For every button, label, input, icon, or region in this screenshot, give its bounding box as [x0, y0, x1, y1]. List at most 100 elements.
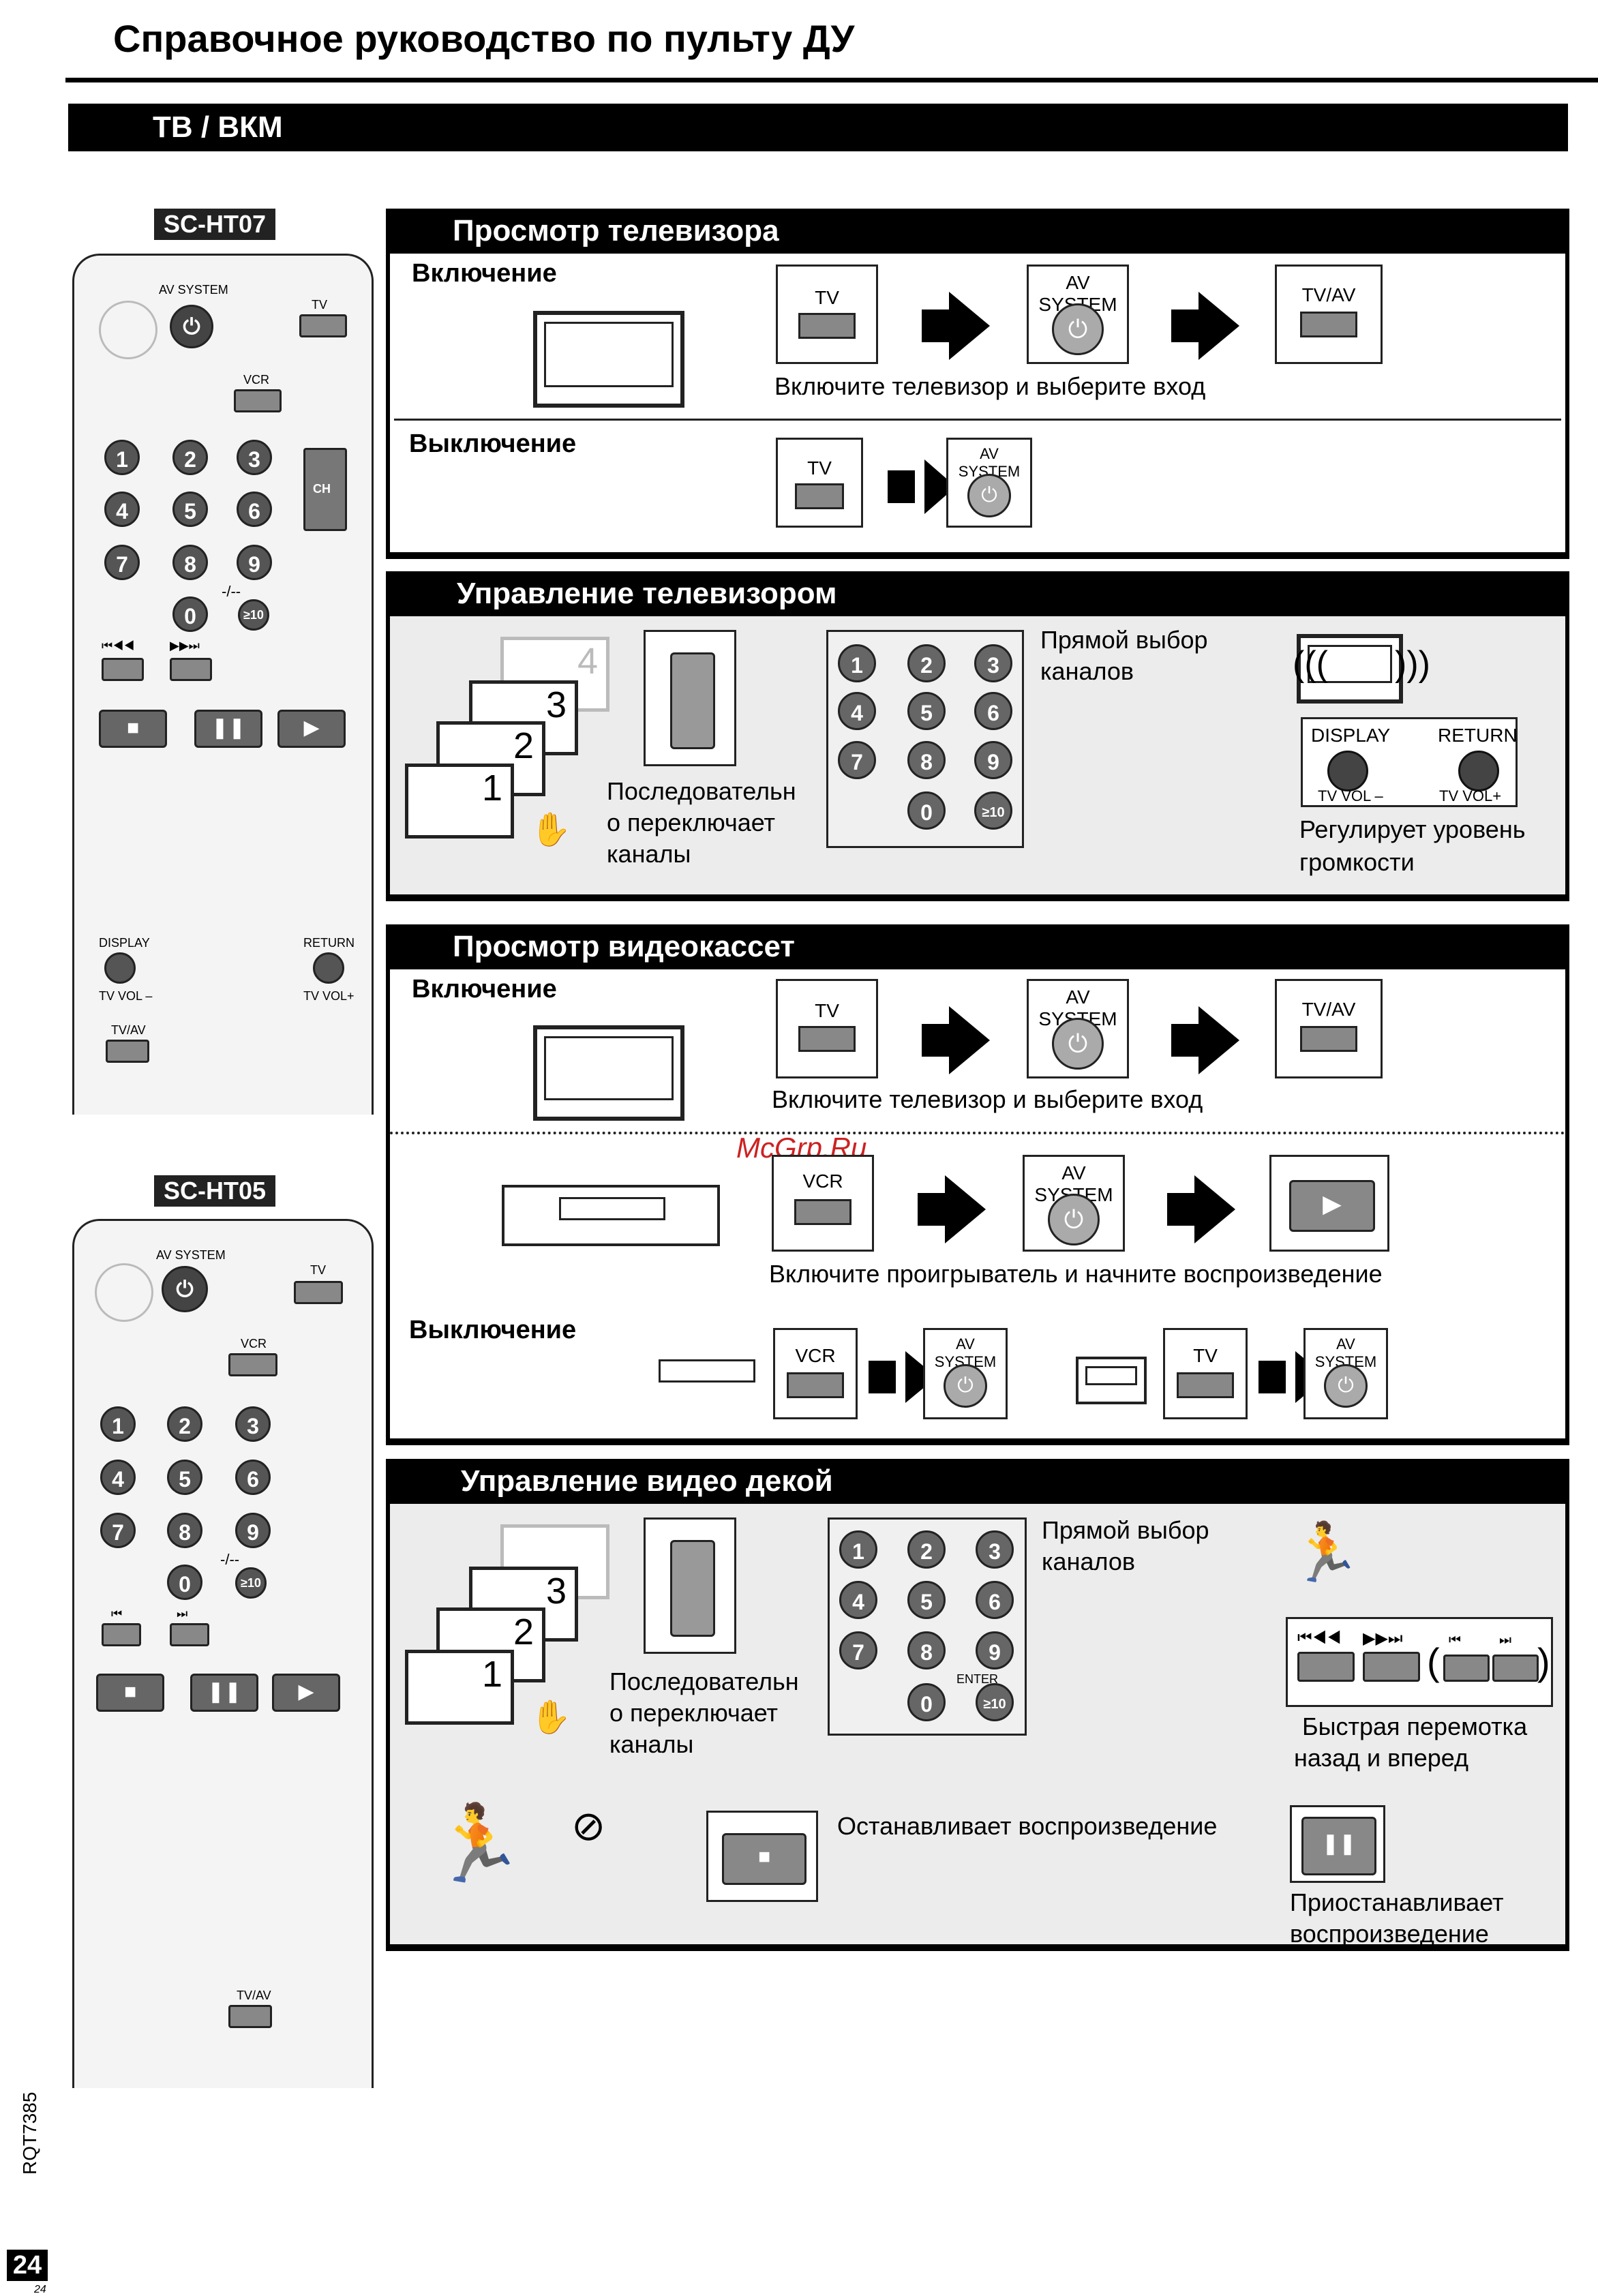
digit-1-button[interactable]: 1 — [104, 440, 140, 475]
numpad-digit-button[interactable]: 6 — [974, 692, 1012, 730]
vcr-caption: Включите проигрыватель и начните воспрои… — [769, 1260, 1383, 1288]
numpad-digit-button[interactable]: 5 — [907, 692, 946, 730]
digit-3-button[interactable]: 3 — [235, 1406, 271, 1442]
numpad-digit-button[interactable]: 3 — [974, 644, 1012, 682]
av-system-power-button[interactable]: ⏻ — [162, 1266, 208, 1312]
seq-caption-line-3: каналы — [607, 840, 691, 868]
tv-step-button[interactable] — [798, 1026, 856, 1052]
tvav-button[interactable] — [228, 2005, 272, 2028]
play-step-button[interactable]: ▶ — [1289, 1180, 1375, 1232]
numpad-digit-button[interactable]: 4 — [839, 1581, 877, 1619]
vcr-button[interactable] — [228, 1353, 277, 1376]
tv-vol-plus-button[interactable] — [1458, 751, 1499, 791]
skip-forward-button[interactable] — [1492, 1655, 1539, 1682]
numpad-digit-button[interactable]: 8 — [907, 741, 946, 779]
volume-caption-line-2: громкости — [1299, 848, 1415, 876]
skip-back-button[interactable] — [102, 1623, 141, 1646]
numpad-ten-plus-button[interactable]: ≥10 — [974, 791, 1012, 830]
digit-6-button[interactable]: 6 — [237, 492, 272, 527]
digit-2-button[interactable]: 2 — [167, 1406, 202, 1442]
play-step-box: ▶ — [1269, 1155, 1389, 1252]
channel-up-down-button[interactable] — [303, 448, 347, 531]
vcr-off-step-button[interactable] — [787, 1372, 844, 1398]
av-system-off-step-box: AV SYSTEM ⏻ — [946, 438, 1032, 528]
numpad-digit-button[interactable]: 9 — [974, 741, 1012, 779]
tv-off-step-box: TV — [1163, 1328, 1248, 1419]
skip-back-button[interactable] — [1443, 1655, 1490, 1682]
numpad-digit-button[interactable]: 5 — [907, 1581, 946, 1619]
numpad-digit-button[interactable]: 4 — [838, 692, 876, 730]
tv-off-step-button[interactable] — [795, 483, 844, 509]
vcr-button[interactable] — [234, 389, 282, 412]
stop-step-button[interactable]: ■ — [722, 1833, 806, 1885]
channel-updown-box — [644, 630, 736, 766]
digit-5-button[interactable]: 5 — [172, 492, 208, 527]
numpad-digit-button[interactable]: 1 — [838, 644, 876, 682]
digit-1-button[interactable]: 1 — [100, 1406, 136, 1442]
vcr-step-button[interactable] — [794, 1199, 851, 1225]
skip-forward-button[interactable] — [170, 1623, 209, 1646]
av-system-power-button[interactable]: ⏻ — [1324, 1364, 1368, 1408]
digit-0-button[interactable]: 0 — [167, 1565, 202, 1600]
numpad-digit-button[interactable]: 0 — [907, 1683, 946, 1721]
display-button[interactable] — [104, 952, 136, 984]
numpad-digit-button[interactable]: 3 — [976, 1530, 1014, 1569]
numpad-digit-button[interactable]: 2 — [907, 644, 946, 682]
av-system-power-button[interactable]: ⏻ — [944, 1364, 987, 1408]
panel-heading: Просмотр видеокассет — [390, 924, 1565, 969]
numpad-digit-button[interactable]: 6 — [976, 1581, 1014, 1619]
tvav-step-button[interactable] — [1300, 1026, 1357, 1052]
av-system-power-button[interactable]: ⏻ — [1052, 1018, 1104, 1070]
digit-8-button[interactable]: 8 — [172, 545, 208, 580]
tvav-button[interactable] — [106, 1040, 149, 1063]
skip-back-button[interactable] — [102, 658, 144, 681]
channel-updown-button[interactable] — [670, 1540, 715, 1637]
tvav-step-button[interactable] — [1300, 312, 1357, 337]
digit-4-button[interactable]: 4 — [100, 1460, 136, 1495]
numpad-digit-button[interactable]: 0 — [907, 791, 946, 830]
digit-0-button[interactable]: 0 — [172, 596, 208, 632]
return-button[interactable] — [313, 952, 344, 984]
skip-forward-button[interactable] — [170, 658, 212, 681]
digit-4-button[interactable]: 4 — [104, 492, 140, 527]
tv-vol-minus-button[interactable] — [1327, 751, 1368, 791]
ten-plus-button[interactable]: ≥10 — [238, 599, 269, 631]
numpad-digit-button[interactable]: 7 — [838, 741, 876, 779]
numpad-ten-plus-button[interactable]: ≥10 — [976, 1683, 1014, 1721]
digit-9-button[interactable]: 9 — [235, 1513, 271, 1548]
fast-forward-button[interactable] — [1363, 1652, 1420, 1682]
tv-off-step-button[interactable] — [1177, 1372, 1234, 1398]
numpad-digit-button[interactable]: 9 — [976, 1631, 1014, 1670]
pause-button[interactable]: ❚❚ — [194, 710, 262, 748]
play-button[interactable]: ▶ — [277, 710, 346, 748]
digit-5-button[interactable]: 5 — [167, 1460, 202, 1495]
tv-button[interactable] — [299, 314, 347, 337]
av-system-power-button[interactable]: ⏻ — [1048, 1194, 1100, 1245]
digit-3-button[interactable]: 3 — [237, 440, 272, 475]
digit-9-button[interactable]: 9 — [237, 545, 272, 580]
numpad-digit-button[interactable]: 2 — [907, 1530, 946, 1569]
pause-step-button[interactable]: ❚❚ — [1301, 1817, 1376, 1875]
numpad-digit-button[interactable]: 8 — [907, 1631, 946, 1670]
digit-7-button[interactable]: 7 — [100, 1513, 136, 1548]
numpad-digit-button[interactable]: 1 — [839, 1530, 877, 1569]
pause-button[interactable]: ❚❚ — [190, 1674, 258, 1712]
ten-plus-button[interactable]: ≥10 — [235, 1567, 267, 1599]
digit-2-button[interactable]: 2 — [172, 440, 208, 475]
av-system-power-button[interactable]: ⏻ — [1052, 303, 1104, 355]
digit-8-button[interactable]: 8 — [167, 1513, 202, 1548]
digit-6-button[interactable]: 6 — [235, 1460, 271, 1495]
channel-updown-box — [644, 1517, 736, 1654]
digit-7-button[interactable]: 7 — [104, 545, 140, 580]
rewind-button[interactable] — [1297, 1652, 1355, 1682]
av-system-power-button[interactable]: ⏻ — [967, 474, 1011, 517]
numpad-digit-button[interactable]: 7 — [839, 1631, 877, 1670]
stop-button[interactable]: ■ — [96, 1674, 164, 1712]
channel-updown-button[interactable] — [670, 652, 715, 749]
tv-step-button[interactable] — [798, 313, 856, 339]
tv-button[interactable] — [294, 1281, 343, 1304]
skip-back-label: ⏮ — [111, 1607, 123, 1620]
av-system-power-button[interactable]: ⏻ — [170, 305, 213, 348]
stop-button[interactable]: ■ — [99, 710, 167, 748]
play-button[interactable]: ▶ — [272, 1674, 340, 1712]
